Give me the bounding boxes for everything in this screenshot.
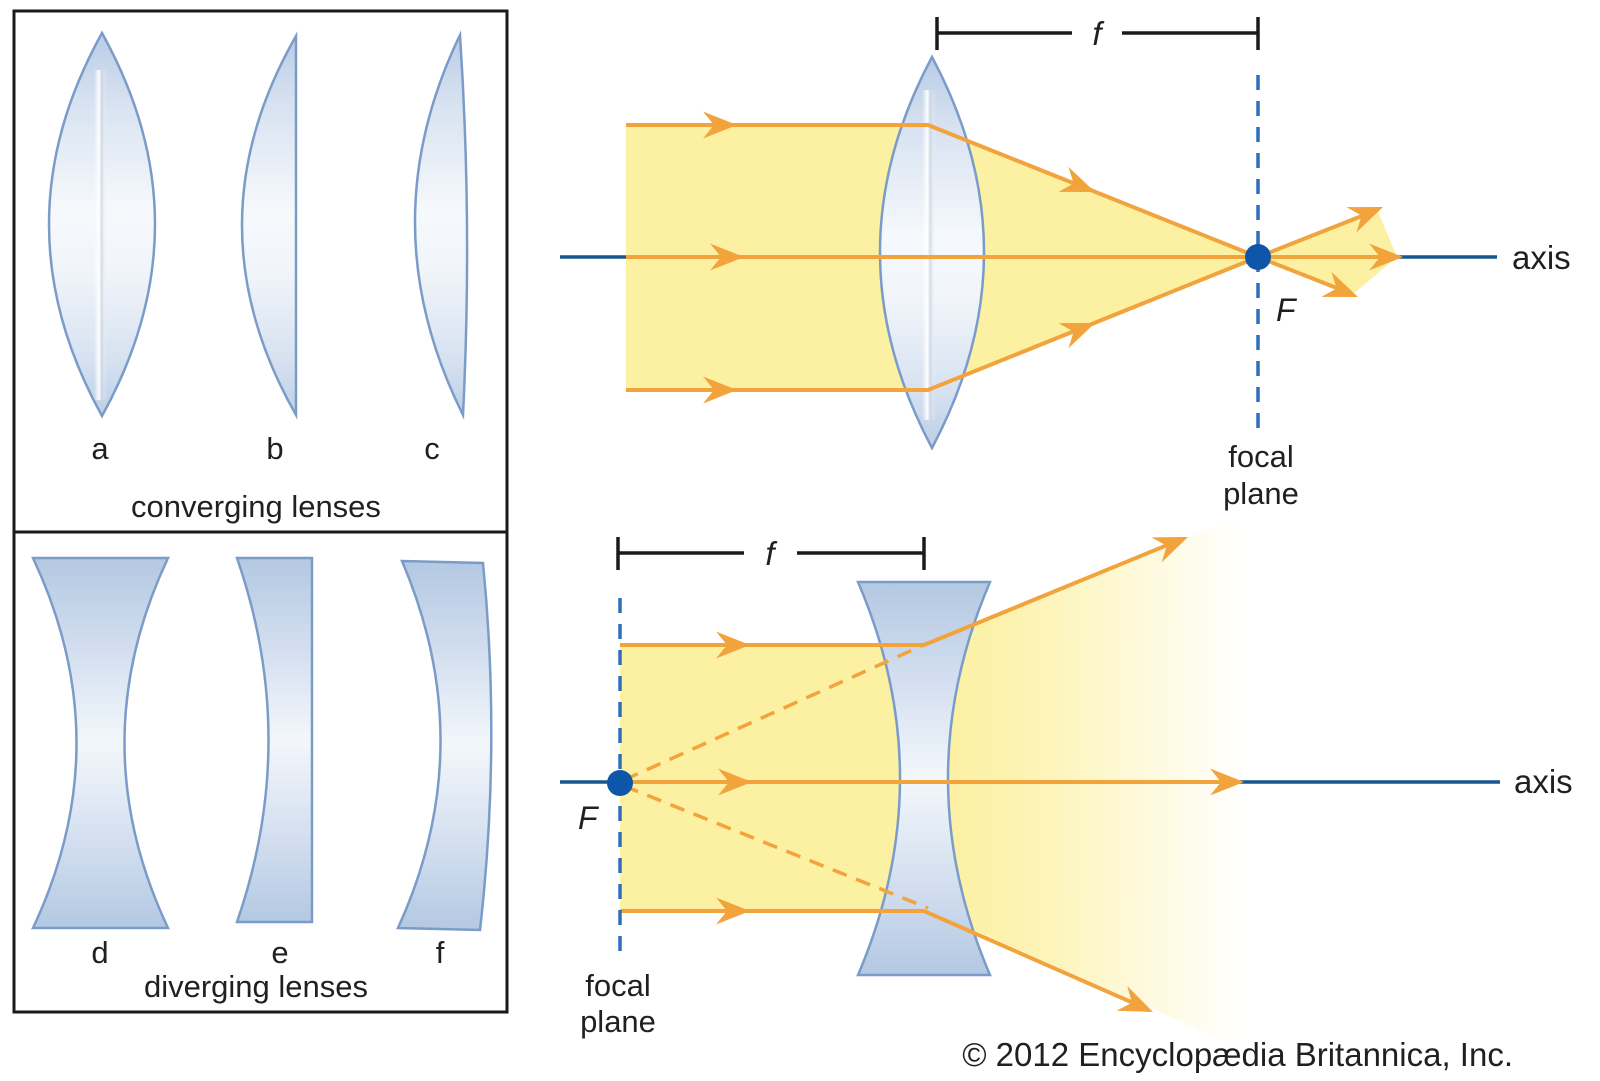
arrow-icon [1346,207,1383,233]
focal-plane-label-line2: plane [580,1004,656,1039]
ray-arrowheads [716,537,1244,1012]
lens-f-label: f [436,935,445,970]
focal-plane-label-line1: focal [1228,439,1293,474]
arrow-icon [703,111,737,139]
focal-length-label: f [1092,15,1105,52]
focal-plane-label-line2: plane [1223,476,1299,511]
virtual-ray-upper [623,641,929,782]
lens-c-converging-meniscus [413,30,469,420]
lens-a-label: a [91,431,109,466]
lens-f-diverging-meniscus [396,559,493,932]
lens-d-label: d [91,935,108,970]
diverging-ray-diagram: f F axis focal plane [560,515,1573,1050]
lens-b-label: b [266,431,283,466]
lens-e-label: e [271,935,288,970]
top-ray [620,537,1183,647]
focal-length-label: f [765,535,778,572]
arrow-icon [1116,985,1153,1012]
arrow-icon [718,768,752,796]
converging-panel-title: converging lenses [131,489,381,524]
bottom-ray [620,909,1148,1011]
copyright-notice: © 2012 Encyclopædia Britannica, Inc. [962,1036,1513,1073]
diverging-panel-title: diverging lenses [144,969,368,1004]
converging-ray-diagram: f F axis focal plane [560,15,1571,511]
converging-lenses-panel: a b c converging lenses [12,9,509,534]
focal-length-bracket: f [935,15,1260,52]
diverging-lenses-panel: d e f diverging lenses [12,530,509,1014]
lens-d-biconcave [31,556,170,930]
focal-plane-label-line1: focal [585,968,650,1003]
light-beam [620,645,924,911]
lens-b-plano-convex [240,31,298,420]
virtual-ray-lower [623,784,929,910]
light-beam-past-focus [1258,209,1397,295]
focal-point [1245,244,1271,270]
focal-point [607,770,633,796]
arrow-icon [716,897,750,925]
lens-c-label: c [424,431,440,466]
focal-point-label: F [578,800,600,836]
arrow-icon [716,631,750,659]
focal-point-label: F [1276,292,1298,328]
lens-a-highlight [94,70,107,400]
arrow-icon [710,243,744,271]
focal-length-bracket: f [616,535,926,572]
diverging-lens [856,580,992,977]
arrow-icon [1151,537,1188,563]
arrow-icon [1210,768,1244,796]
arrow-icon [1058,166,1095,192]
diverging-panel-border [12,530,509,1014]
arrow-icon [1321,271,1358,297]
axis-label: axis [1512,239,1571,276]
arrow-icon [703,376,737,404]
ray-arrowheads [703,111,1403,404]
axis-label: axis [1514,763,1573,800]
lens-e-plano-concave [235,556,314,924]
arrow-icon [1058,323,1095,349]
arrow-icon [1369,243,1403,271]
